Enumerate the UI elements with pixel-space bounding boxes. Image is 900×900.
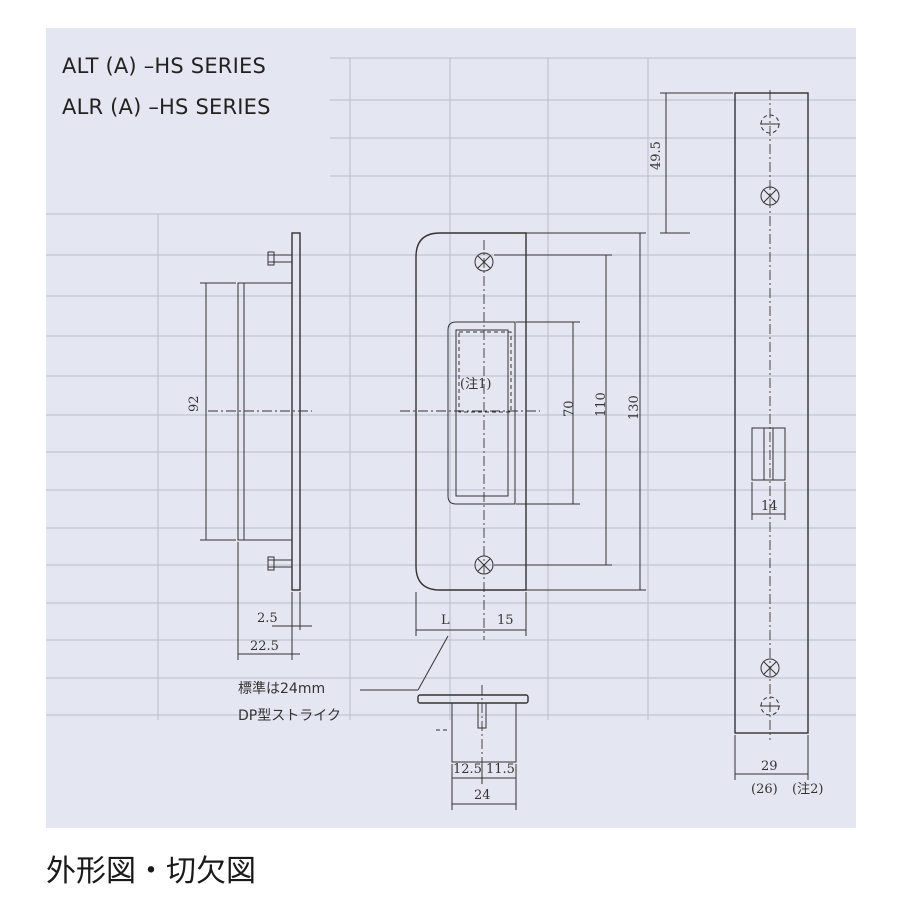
dim-15: 15 [497, 613, 514, 628]
note-1: (注1) [460, 377, 491, 392]
long-plate-view [660, 90, 809, 780]
dim-14: 14 [761, 499, 778, 514]
dim-92: 92 [187, 395, 202, 412]
dim-70: 70 [562, 400, 577, 417]
dim-12-5: 12.5 [453, 762, 482, 777]
dim-22-5: 22.5 [250, 639, 279, 654]
dim-26: (26) [751, 782, 778, 797]
series-title-alr: ALR (A) –HS SERIES [62, 95, 271, 119]
dim-110: 110 [594, 392, 609, 417]
dim-49-5: 49.5 [649, 141, 664, 170]
dim-2-5: 2.5 [257, 611, 278, 626]
figure-caption: 外形図・切欠図 [46, 854, 256, 889]
front-view [360, 232, 646, 691]
note-2: (注2) [792, 782, 823, 797]
dim-130: 130 [627, 395, 642, 420]
note-standard-24mm: 標準は24mm [238, 681, 325, 697]
dim-29: 29 [761, 759, 778, 774]
dim-11-5: 11.5 [486, 762, 515, 777]
background-table-lines [46, 57, 856, 720]
note-dp-strike: DP型ストライク [238, 708, 341, 724]
dim-24: 24 [474, 788, 491, 803]
series-title-alt: ALT (A) –HS SERIES [62, 54, 266, 78]
side-view [200, 232, 312, 660]
dim-L: L [441, 613, 450, 628]
cutout-view [417, 685, 529, 810]
